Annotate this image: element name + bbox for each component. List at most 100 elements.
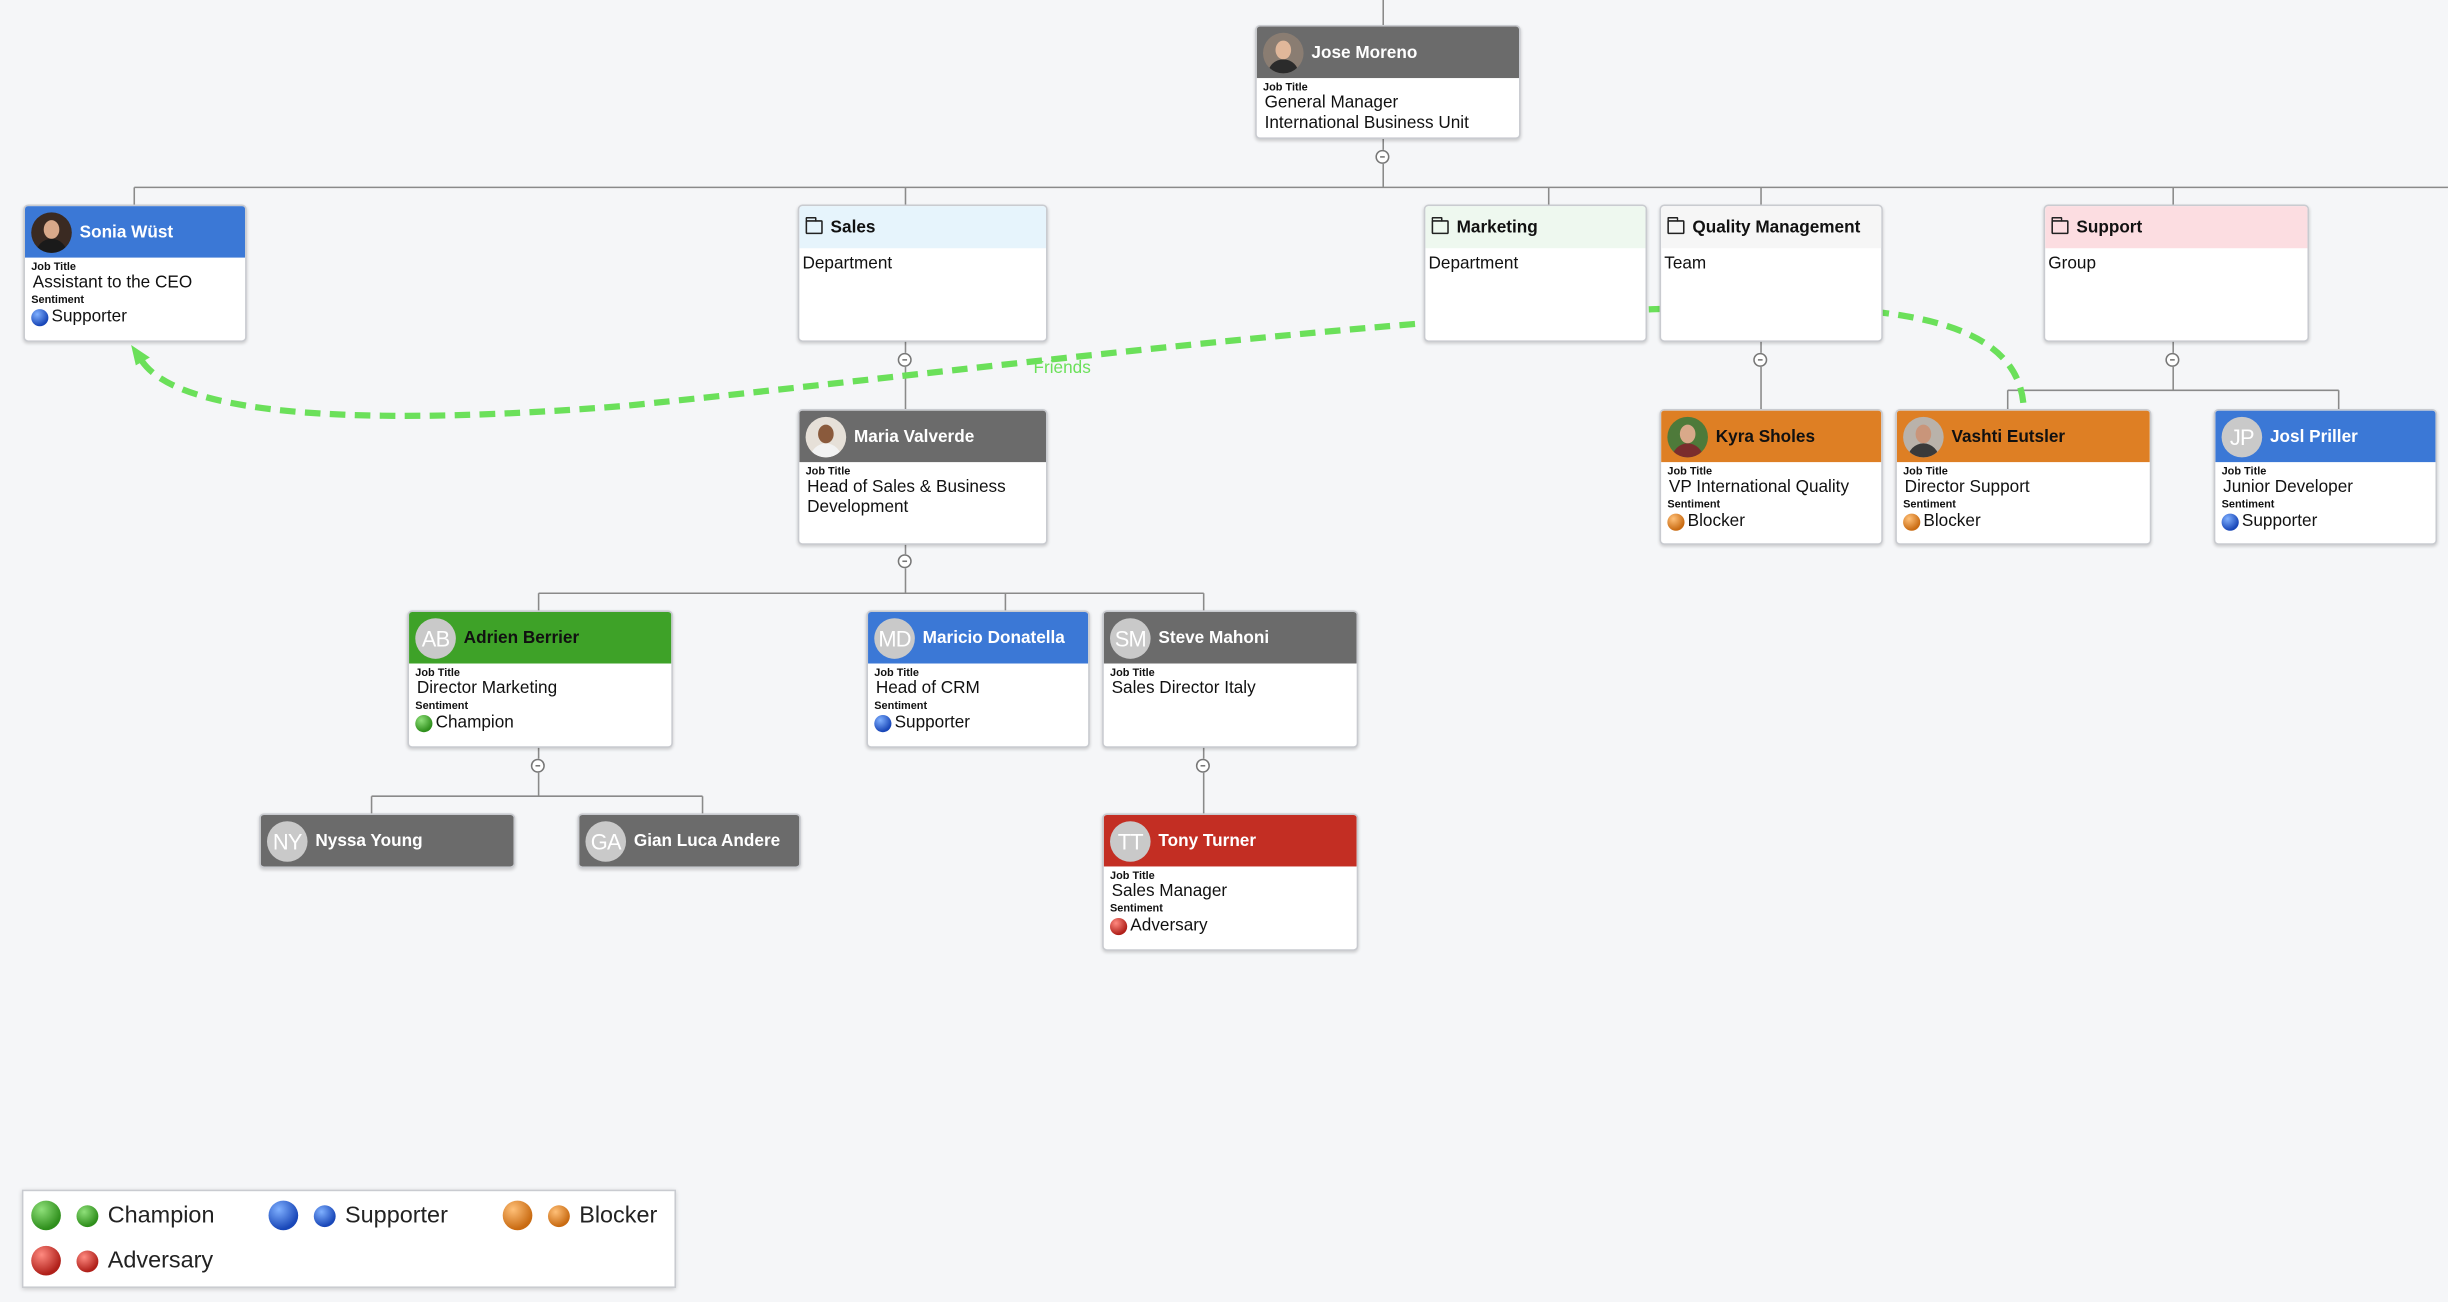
job-title: Director Support xyxy=(1904,477,2030,497)
sentiment-dot-icon xyxy=(76,1204,99,1227)
group-quality-management[interactable]: Quality Management Team xyxy=(1659,204,1883,342)
job-title-line: International Business Unit xyxy=(1264,113,1469,133)
avatar: MD xyxy=(874,617,915,659)
job-title: Sales Director Italy xyxy=(1111,679,1256,698)
legend: Champion Supporter Blocker Adversary xyxy=(21,1189,676,1288)
sentiment-dot-icon xyxy=(313,1204,336,1227)
node-maricio-donatella[interactable]: MD Maricio Donatella Job Title Head of C… xyxy=(866,610,1090,748)
node-name: Josl Priller xyxy=(2269,426,2358,446)
collapse-toggle[interactable] xyxy=(897,352,912,367)
field-label: Job Title xyxy=(874,668,920,680)
node-name: Adrien Berrier xyxy=(463,628,580,648)
field-label: Sentiment xyxy=(1110,903,1163,915)
field-label: Sentiment xyxy=(1667,499,1721,511)
field-label: Sentiment xyxy=(415,700,469,712)
sentiment-dot-icon xyxy=(1667,512,1685,531)
node-name: Sonia Wüst xyxy=(79,222,174,242)
legend-label: Blocker xyxy=(579,1202,658,1229)
sentiment-dot-icon xyxy=(874,714,892,732)
node-adrien-berrier[interactable]: AB Adrien Berrier Job Title Director Mar… xyxy=(407,610,673,748)
job-title: Assistant to the CEO xyxy=(32,273,193,292)
node-vashti-eutsler[interactable]: Vashti Eutsler Job Title Director Suppor… xyxy=(1895,409,2152,545)
field-label: Job Title xyxy=(1110,871,1155,883)
node-kyra-sholes[interactable]: Kyra Sholes Job Title VP International Q… xyxy=(1659,409,1883,545)
node-steve-mahoni[interactable]: SM Steve Mahoni Job Title Sales Director… xyxy=(1102,610,1359,748)
avatar xyxy=(1263,32,1304,73)
sentiment-value: Blocker xyxy=(1687,512,1745,531)
avatar: JP xyxy=(2221,416,2263,457)
legend-swatch-icon xyxy=(31,1200,61,1231)
job-title: VP International Quality xyxy=(1668,477,1850,497)
legend-item-blocker: Blocker xyxy=(502,1200,658,1231)
folder-icon xyxy=(1431,217,1449,235)
avatar: TT xyxy=(1110,820,1151,862)
legend-item-adversary: Adversary xyxy=(31,1245,214,1276)
node-gian-luca-andere[interactable]: GA Gian Luca Andere xyxy=(577,813,801,869)
relation-label: Friends xyxy=(1033,359,1091,378)
collapse-toggle[interactable] xyxy=(530,758,545,773)
job-title-line: Head of Sales & Business xyxy=(807,477,1006,497)
field-label: Job Title xyxy=(2221,466,2267,478)
avatar xyxy=(805,416,847,457)
avatar: SM xyxy=(1110,617,1151,659)
node-jose-moreno[interactable]: Jose Moreno Job Title General Manager In… xyxy=(1255,24,1521,139)
node-name: Nyssa Young xyxy=(315,831,423,851)
node-name: Vashti Eutsler xyxy=(1951,426,2066,446)
field-label: Sentiment xyxy=(874,700,928,712)
field-label: Sentiment xyxy=(31,295,85,306)
legend-item-supporter: Supporter xyxy=(268,1200,448,1231)
node-tony-turner[interactable]: TT Tony Turner Job Title Sales Manager S… xyxy=(1102,813,1359,951)
job-title-line: Development xyxy=(807,498,909,517)
legend-swatch-icon xyxy=(502,1200,533,1231)
collapse-toggle[interactable] xyxy=(1195,758,1210,773)
field-label: Job Title xyxy=(415,668,461,680)
node-sonia-wust[interactable]: Sonia Wüst Job Title Assistant to the CE… xyxy=(23,204,247,342)
collapse-toggle[interactable] xyxy=(2165,352,2180,367)
field-label: Job Title xyxy=(31,262,76,274)
sentiment-dot-icon xyxy=(2221,512,2239,531)
sentiment-value: Champion xyxy=(435,713,514,733)
sentiment-dot-icon xyxy=(547,1204,570,1227)
group-sales[interactable]: Sales Department xyxy=(797,204,1048,342)
sentiment-dot-icon xyxy=(1110,917,1128,935)
field-label: Job Title xyxy=(1263,82,1308,94)
group-marketing[interactable]: Marketing Department xyxy=(1423,204,1648,342)
group-name: Support xyxy=(2076,217,2143,237)
sentiment-dot-icon xyxy=(31,308,49,326)
field-label: Job Title xyxy=(1110,668,1155,680)
group-name: Quality Management xyxy=(1692,217,1861,237)
avatar xyxy=(31,211,72,253)
collapse-toggle[interactable] xyxy=(1375,149,1390,164)
sentiment-dot-icon xyxy=(1903,512,1921,531)
job-title: Junior Developer xyxy=(2223,477,2353,497)
sentiment-dot-icon xyxy=(76,1249,99,1272)
collapse-toggle[interactable] xyxy=(1753,352,1768,367)
field-label: Job Title xyxy=(1903,466,1948,478)
job-title: Head of CRM xyxy=(875,679,980,698)
legend-label: Adversary xyxy=(107,1247,214,1274)
group-type: Department xyxy=(802,254,893,274)
legend-label: Champion xyxy=(107,1202,215,1229)
node-josl-priller[interactable]: JP Josl Priller Job Title Junior Develop… xyxy=(2213,409,2438,545)
field-label: Job Title xyxy=(805,466,851,478)
node-nyssa-young[interactable]: NY Nyssa Young xyxy=(259,813,516,869)
folder-icon xyxy=(2051,217,2069,235)
legend-item-champion: Champion xyxy=(31,1200,215,1231)
legend-swatch-icon xyxy=(268,1200,299,1231)
job-title-line: General Manager xyxy=(1264,93,1399,113)
sentiment-value: Blocker xyxy=(1923,512,1981,531)
node-name: Gian Luca Andere xyxy=(633,831,781,851)
node-name: Tony Turner xyxy=(1158,831,1257,851)
avatar xyxy=(1667,416,1708,457)
avatar: NY xyxy=(266,820,308,862)
folder-icon xyxy=(1667,217,1685,235)
node-maria-valverde[interactable]: Maria Valverde Job Title Head of Sales &… xyxy=(797,409,1048,545)
collapse-toggle[interactable] xyxy=(897,554,912,569)
node-name: Kyra Sholes xyxy=(1715,426,1816,446)
node-name: Jose Moreno xyxy=(1311,42,1418,62)
group-support[interactable]: Support Group xyxy=(2043,204,2310,342)
group-name: Marketing xyxy=(1456,217,1538,237)
group-type: Team xyxy=(1664,254,1707,274)
folder-icon xyxy=(805,217,823,235)
